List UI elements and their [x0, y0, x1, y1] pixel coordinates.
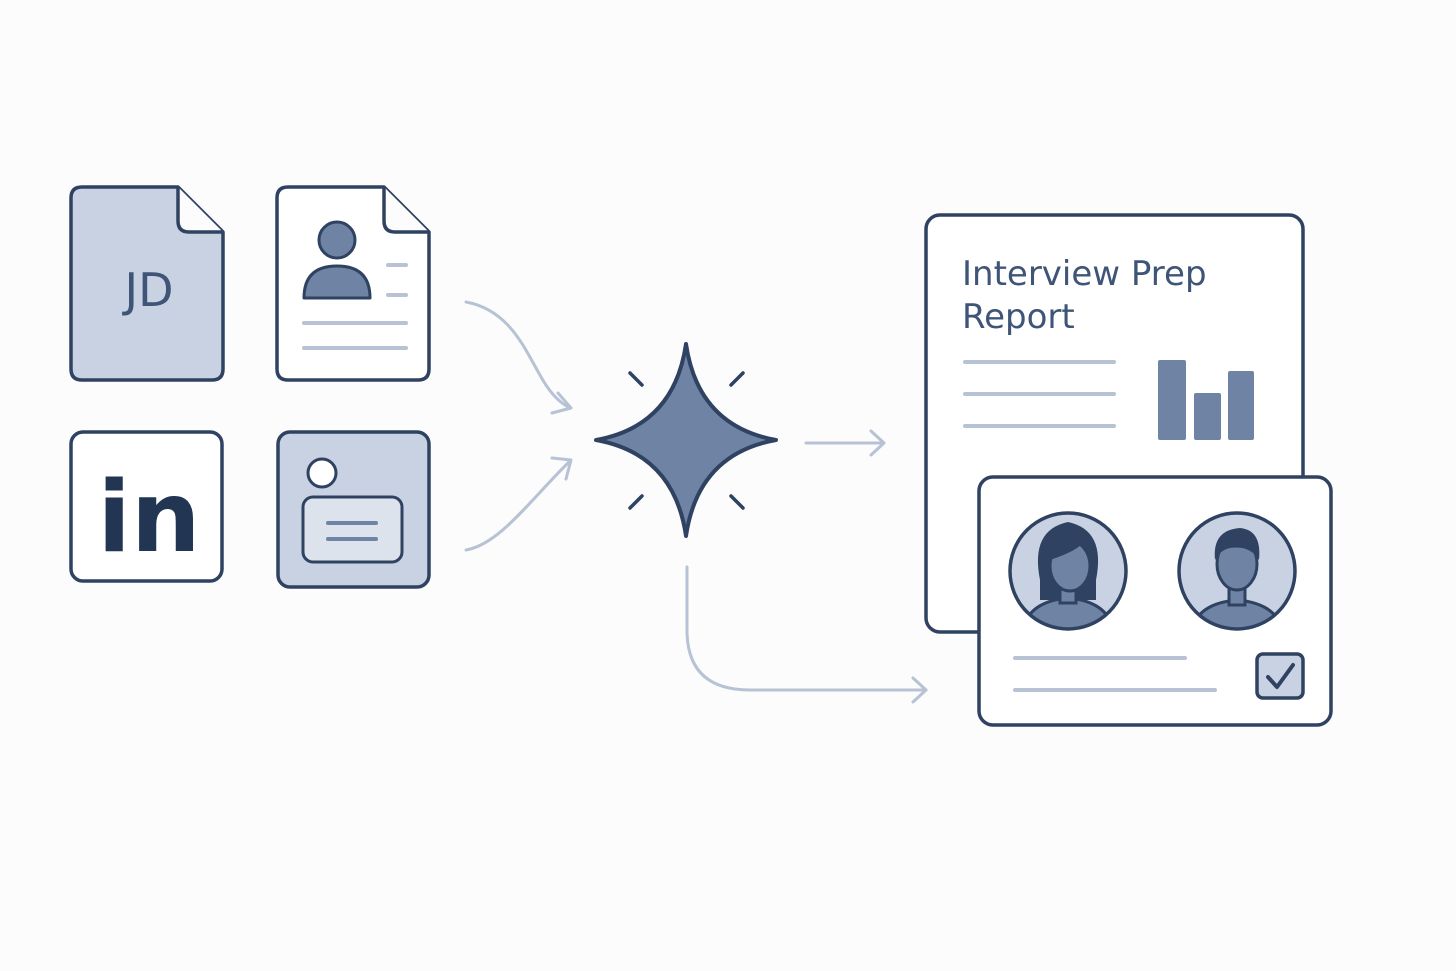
ai-sparkle-icon: [594, 342, 778, 538]
arrowhead-bottom: [550, 456, 573, 481]
report-title-line-2: Report: [962, 297, 1075, 337]
report-text-lines: [963, 360, 1116, 428]
arrowhead-top: [550, 391, 573, 415]
report-title-line-1: Interview Prep: [962, 254, 1207, 294]
resume-text-lines: [302, 263, 408, 350]
resume-avatar-icon: [302, 220, 372, 300]
bar-chart-icon: [1158, 360, 1254, 440]
arrowhead-to-report: [869, 429, 886, 457]
linkedin-label: in: [97, 461, 200, 575]
linkedin-icon: in: [69, 430, 224, 583]
arrowhead-to-profiles: [911, 676, 928, 704]
output-connectors: [685, 429, 928, 704]
person-male-icon: [1177, 511, 1297, 631]
interviewer-profiles-card: [977, 475, 1333, 727]
connector-top: [464, 300, 572, 410]
id-card-icon: [276, 430, 431, 589]
sparkle-rays: [628, 371, 745, 510]
input-connectors: [464, 300, 573, 552]
resume-document-icon: [275, 185, 431, 382]
profile-text-lines: [1013, 656, 1217, 692]
connector-to-profiles: [685, 565, 928, 692]
checkbox-checked-icon: [1255, 652, 1305, 700]
job-description-label: JD: [122, 263, 174, 317]
connector-bottom: [464, 459, 572, 552]
person-female-icon: [1008, 511, 1128, 631]
job-description-document-icon: JD: [69, 185, 225, 382]
